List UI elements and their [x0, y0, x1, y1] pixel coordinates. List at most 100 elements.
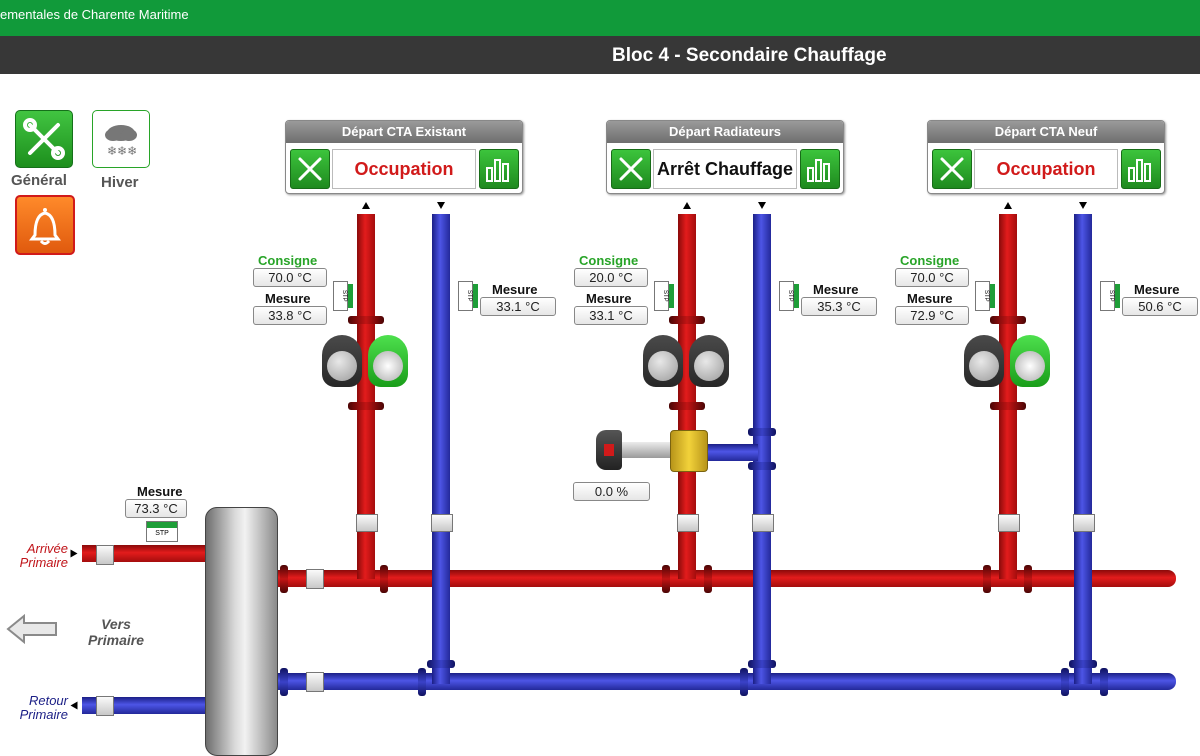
season-hiver-button[interactable]: ❄❄❄ — [92, 110, 150, 168]
arrow-left-icon — [6, 613, 57, 645]
flange — [748, 462, 776, 470]
circuit2-consigne-label: Consigne — [579, 253, 639, 268]
pump-icon — [322, 335, 362, 387]
circuit1-supply-sensor: STP — [333, 281, 353, 311]
circuit1-mesure-retour: 33.1 °C — [480, 297, 556, 316]
general-label: Général — [11, 172, 67, 189]
separator-sensor: STP — [146, 521, 178, 542]
pump-icon — [689, 335, 729, 387]
circuit3-supply-sensor: STP — [975, 281, 995, 311]
circuit3-title: Départ CTA Neuf — [928, 121, 1164, 143]
three-way-valve[interactable] — [596, 428, 712, 472]
circuit1-chart-button[interactable] — [479, 149, 519, 189]
pump-icon — [1010, 335, 1050, 387]
circuit2-mesure-retour-label: Mesure — [813, 282, 859, 297]
circuit3-state: Occupation — [974, 149, 1118, 189]
isolation-valve — [96, 696, 114, 716]
circuit1-supply-pipe — [357, 214, 375, 579]
circuit1-mesure-depart: 33.8 °C — [253, 306, 327, 325]
circuit2-return-sensor: STP — [779, 281, 799, 311]
alarm-button[interactable] — [15, 195, 75, 255]
circuit1-panel: Départ CTA Existant Occupation — [285, 120, 523, 194]
circuit2-mesure-label: Mesure — [586, 291, 632, 306]
site-name: ementales de Charente Maritime — [0, 7, 189, 22]
retour-primaire-label: Retour Primaire — [19, 693, 68, 722]
vers-primaire-label: Vers Primaire — [87, 616, 145, 648]
circuit2-supply-sensor: STP — [654, 281, 674, 311]
circuit2-mesure-retour: 35.3 °C — [801, 297, 877, 316]
circuit3-mesure-depart: 72.9 °C — [895, 306, 969, 325]
circuit1-mesure-retour-label: Mesure — [492, 282, 538, 297]
valve-icon — [670, 430, 708, 472]
flow-arrow-down — [758, 202, 766, 209]
flange — [1069, 660, 1097, 668]
flange — [990, 316, 1026, 324]
circuit1-return-pipe — [432, 214, 450, 684]
title-bar: Bloc 4 - Secondaire Chauffage — [0, 36, 1200, 74]
pump-icon — [643, 335, 683, 387]
flange — [280, 565, 288, 593]
flange — [704, 565, 712, 593]
flange — [380, 565, 388, 593]
circuit1-settings-button[interactable] — [290, 149, 330, 189]
flange — [348, 316, 384, 324]
flange — [669, 402, 705, 410]
circuit3-mesure-label: Mesure — [907, 291, 953, 306]
circuit3-return-pipe — [1074, 214, 1092, 684]
isolation-valve — [752, 514, 774, 532]
circuit2-supply-pipe — [678, 214, 696, 579]
flange — [1024, 565, 1032, 593]
circuit3-panel: Départ CTA Neuf Occupation — [927, 120, 1165, 194]
vers-primaire-button[interactable] — [4, 612, 60, 646]
circuit3-consigne-value[interactable]: 70.0 °C — [895, 268, 969, 287]
circuit3-mesure-retour-label: Mesure — [1134, 282, 1180, 297]
page-title: Bloc 4 - Secondaire Chauffage — [612, 45, 887, 66]
circuit3-chart-button[interactable] — [1121, 149, 1161, 189]
isolation-valve — [356, 514, 378, 532]
circuit1-title: Départ CTA Existant — [286, 121, 522, 143]
flange — [748, 660, 776, 668]
flow-arrow-up — [1004, 202, 1012, 209]
flow-arrow-up — [683, 202, 691, 209]
separator-sensor-label: STP — [155, 530, 169, 537]
svg-text:❄❄❄: ❄❄❄ — [107, 144, 137, 158]
valve-stem — [622, 442, 672, 458]
circuit2-settings-button[interactable] — [611, 149, 651, 189]
circuit1-consigne-value[interactable]: 70.0 °C — [253, 268, 327, 287]
circuit1-pump[interactable] — [322, 335, 410, 391]
circuit2-consigne-value[interactable]: 20.0 °C — [574, 268, 648, 287]
flange — [669, 316, 705, 324]
circuit3-mesure-retour: 50.6 °C — [1122, 297, 1198, 316]
circuit2-valve-opening: 0.0 % — [573, 482, 650, 501]
circuit1-consigne-label: Consigne — [258, 253, 318, 268]
flange — [1061, 668, 1069, 696]
isolation-valve — [96, 545, 114, 565]
circuit2-chart-button[interactable] — [800, 149, 840, 189]
tools-icon — [619, 157, 643, 181]
tools-icon — [940, 157, 964, 181]
circuit2-mesure-depart: 33.1 °C — [574, 306, 648, 325]
flange — [427, 660, 455, 668]
isolation-valve — [431, 514, 453, 532]
circuit3-settings-button[interactable] — [932, 149, 972, 189]
separator-mesure-value: 73.3 °C — [125, 499, 187, 518]
circuit3-supply-pipe — [999, 214, 1017, 579]
general-button[interactable] — [15, 110, 73, 168]
circuit1-mesure-label: Mesure — [265, 291, 311, 306]
flange — [740, 668, 748, 696]
isolation-valve — [1073, 514, 1095, 532]
flange — [983, 565, 991, 593]
circuit3-consigne-label: Consigne — [900, 253, 960, 268]
tools-icon — [23, 118, 65, 160]
isolation-valve — [306, 672, 324, 692]
snow-cloud-icon: ❄❄❄ — [105, 125, 137, 158]
circuit3-pump[interactable] — [964, 335, 1052, 391]
flange — [990, 402, 1026, 410]
circuit2-pump[interactable] — [643, 335, 731, 391]
isolation-valve — [306, 569, 324, 589]
flange — [418, 668, 426, 696]
flange — [662, 565, 670, 593]
bar-chart-icon — [1128, 159, 1151, 182]
bar-chart-icon — [807, 159, 830, 182]
hiver-label: Hiver — [101, 174, 139, 191]
